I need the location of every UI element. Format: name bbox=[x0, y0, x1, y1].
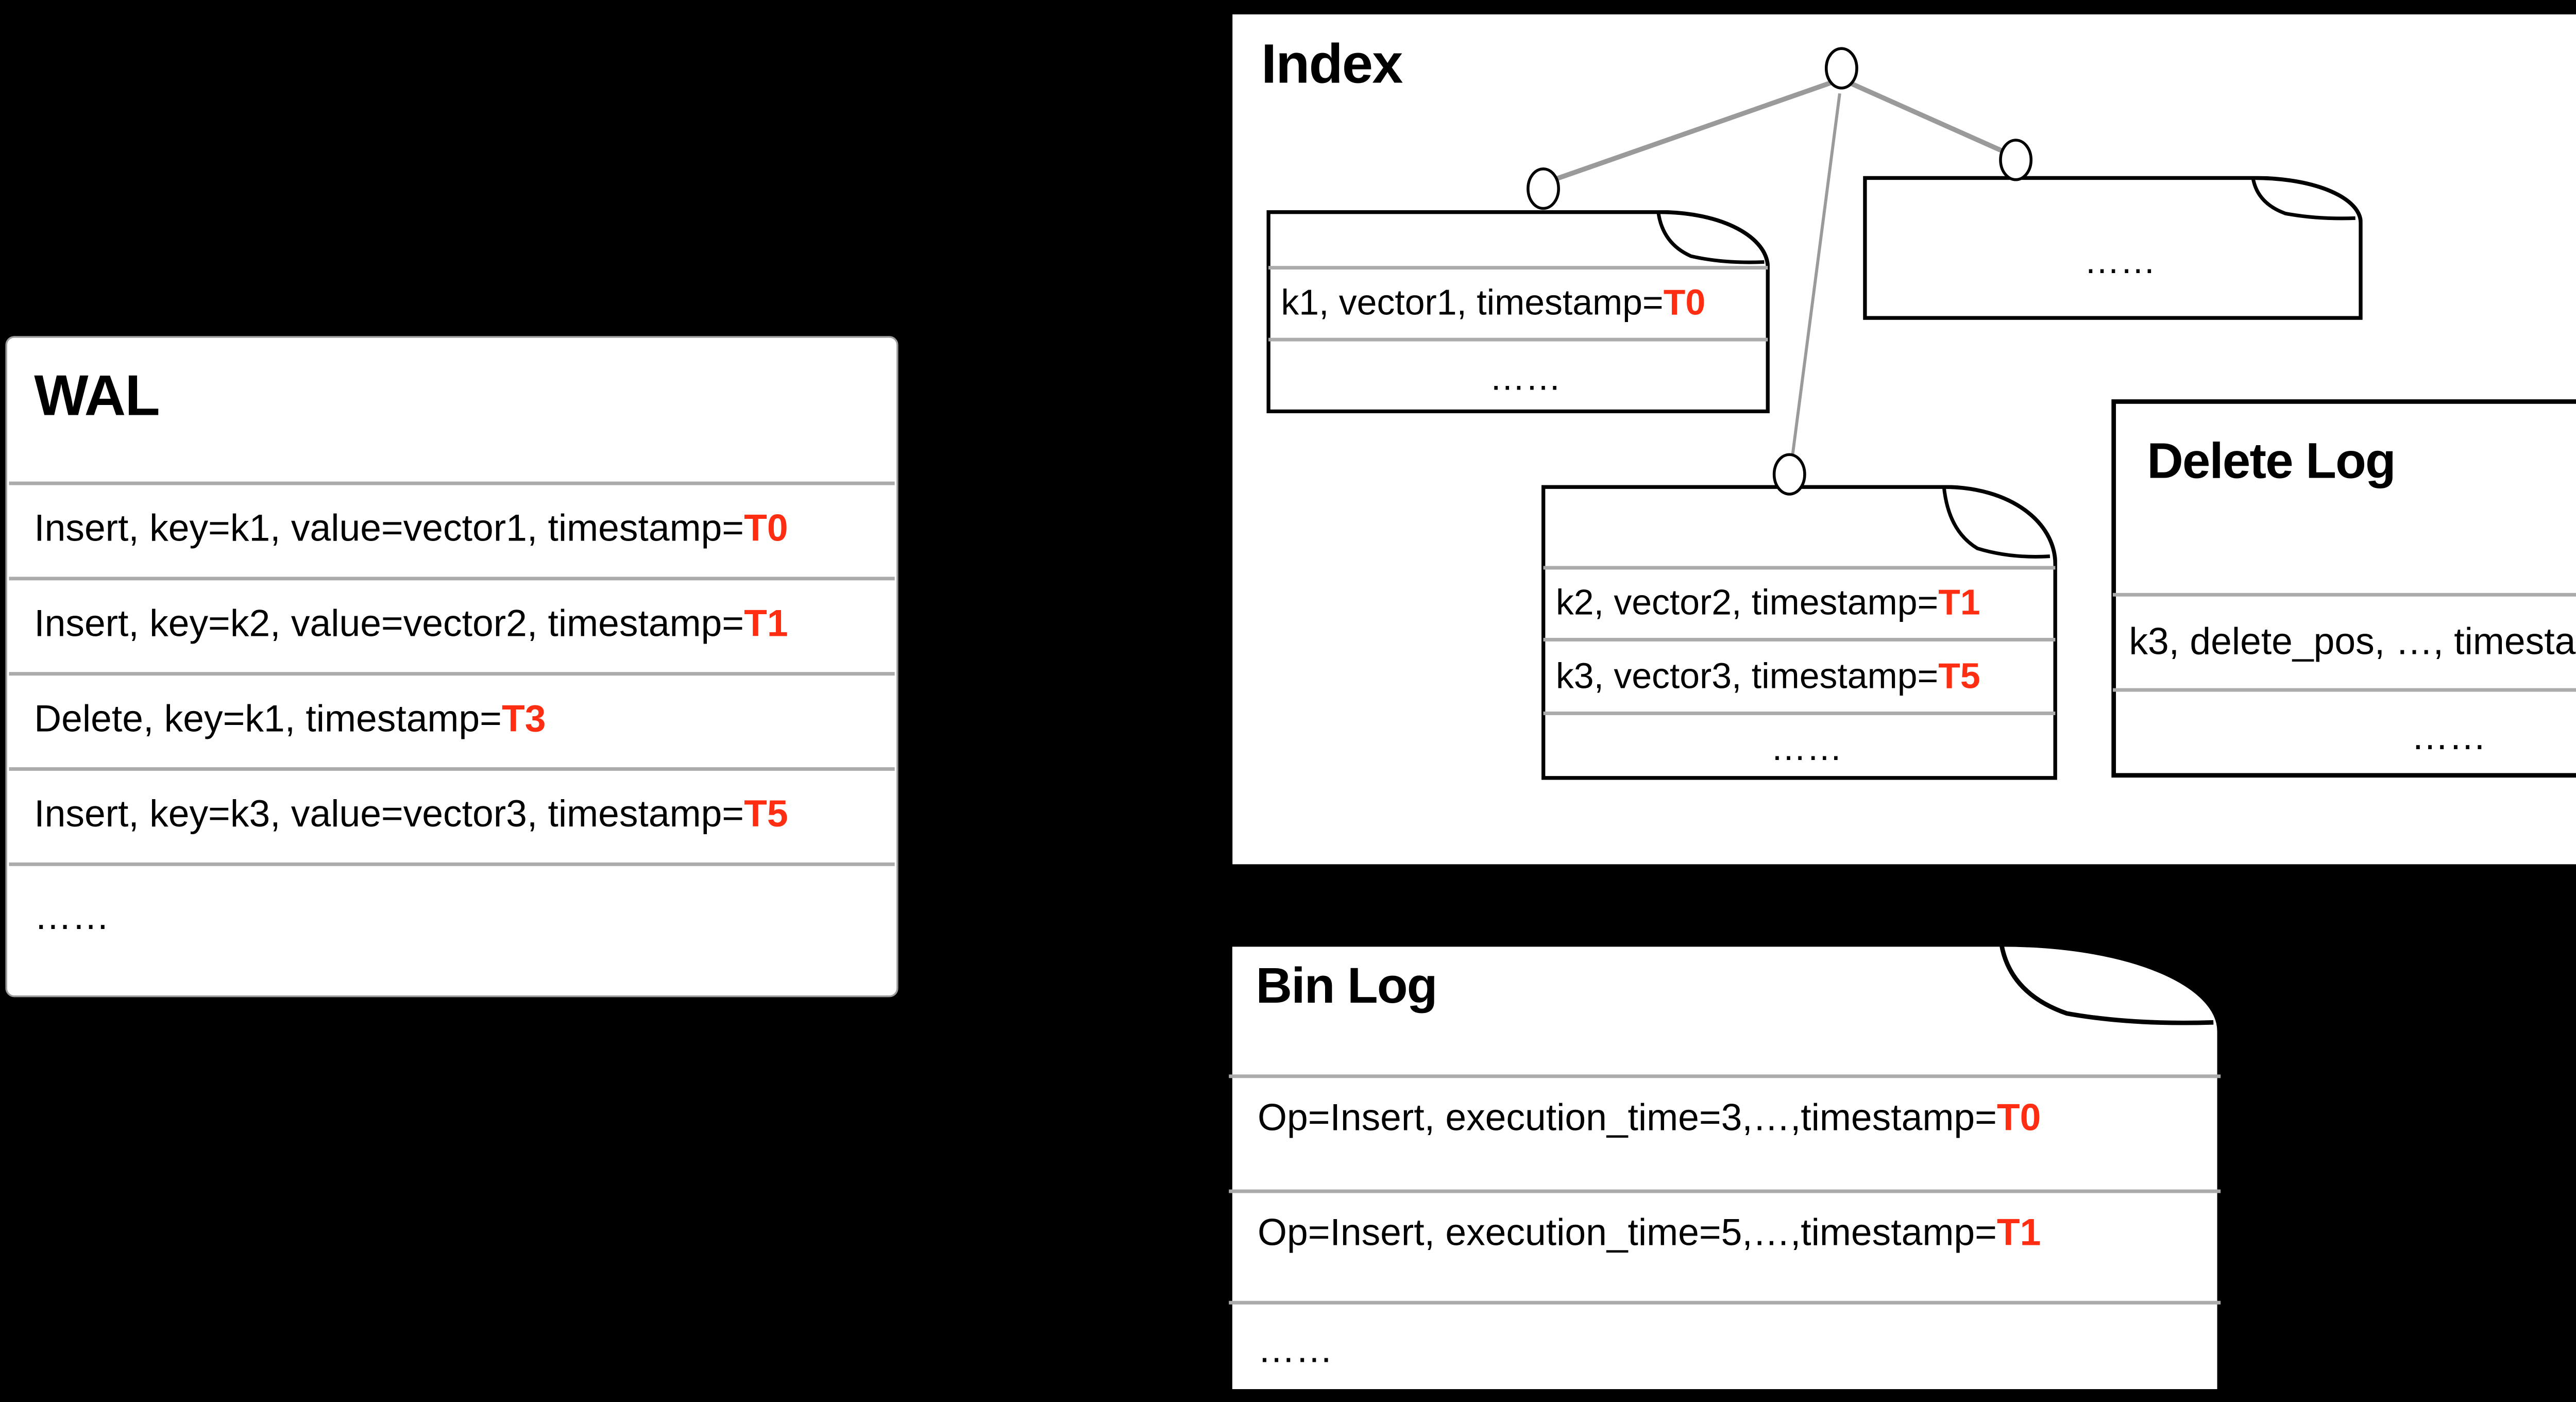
bin-log-separator bbox=[1229, 1189, 2221, 1193]
segment-separator bbox=[1268, 337, 1768, 342]
segment-content: k1, vector1, timestamp=T0 …… bbox=[1266, 210, 1769, 413]
wal-row-timestamp: T5 bbox=[744, 794, 788, 836]
delete-log-row: k3, delete_pos, …, timestamp=T3 bbox=[2129, 623, 2576, 661]
bin-log-separator bbox=[1229, 1300, 2221, 1305]
bin-log-row-timestamp: T1 bbox=[1996, 1212, 2041, 1255]
delete-log-doc: Delete Log k3, delete_pos, …, timestamp=… bbox=[2111, 399, 2576, 778]
index-segment-more-doc: …… bbox=[1863, 176, 2363, 320]
tree-edge-root-left bbox=[1548, 76, 1842, 184]
wal-row-timestamp: T3 bbox=[501, 699, 546, 740]
delete-log-row-text: k3, delete_pos, …, timestamp= bbox=[2129, 621, 2576, 663]
segment-row-text: k2, vector2, timestamp= bbox=[1555, 584, 1939, 624]
bin-log-doc: Bin Log Op=Insert, execution_time=3,…,ti… bbox=[1227, 941, 2223, 1394]
wal-row: Delete, key=k1, timestamp=T3 bbox=[34, 701, 546, 738]
ellipsis-text: …… bbox=[2084, 242, 2156, 282]
bin-log-row-text: Op=Insert, execution_time=3,…,timestamp= bbox=[1258, 1097, 1997, 1139]
index-segment-k2k3-doc: k2, vector2, timestamp=T1 k3, vector3, t… bbox=[1541, 485, 2057, 780]
tree-edge-root-mid bbox=[1789, 93, 1841, 466]
bin-log-title: Bin Log bbox=[1256, 957, 1438, 1014]
folded-document-icon bbox=[1863, 176, 2363, 320]
wal-row-text: Insert, key=k1, value=vector1, timestamp… bbox=[34, 508, 744, 550]
wal-row-ellipsis: …… bbox=[34, 899, 109, 936]
segment-row-text: k1, vector1, timestamp= bbox=[1281, 283, 1664, 324]
segment-separator bbox=[1543, 566, 2056, 570]
index-panel: Index k1, vector1, timestamp=T0 …… …… bbox=[1232, 14, 2576, 865]
tree-edge-root-right bbox=[1844, 78, 2012, 157]
wal-row: Insert, key=k3, value=vector3, timestamp… bbox=[34, 796, 788, 834]
ellipsis-text: …… bbox=[2411, 717, 2487, 758]
segment-row-ellipsis: …… bbox=[1556, 731, 2057, 767]
bin-log-row-ellipsis: …… bbox=[1258, 1331, 1333, 1369]
folded-document-icon bbox=[1541, 485, 2057, 780]
segment-separator bbox=[1543, 711, 2056, 715]
segment-separator bbox=[1268, 266, 1768, 270]
bin-log-content: Bin Log Op=Insert, execution_time=3,…,ti… bbox=[1227, 941, 2223, 1394]
ellipsis-text: …… bbox=[1258, 1329, 1333, 1371]
delete-log-title: Delete Log bbox=[2147, 433, 2396, 489]
segment-row: k2, vector2, timestamp=T1 bbox=[1556, 586, 1980, 622]
wal-title: WAL bbox=[34, 363, 160, 428]
segment-content: …… bbox=[1863, 176, 2362, 320]
tree-node-icon bbox=[1527, 167, 1560, 210]
bin-log-separator bbox=[1229, 1074, 2221, 1078]
segment-separator bbox=[1543, 637, 2056, 641]
segment-row-timestamp: T5 bbox=[1938, 657, 1980, 698]
delete-log-separator bbox=[2112, 593, 2576, 597]
wal-row-text: Insert, key=k2, value=vector2, timestamp… bbox=[34, 603, 744, 645]
ellipsis-text: …… bbox=[1489, 359, 1562, 399]
wal-separator bbox=[9, 672, 895, 676]
index-title: Index bbox=[1261, 32, 1403, 95]
segment-row-timestamp: T0 bbox=[1663, 283, 1706, 324]
tree-node-icon bbox=[1999, 139, 2033, 181]
wal-row: Insert, key=k2, value=vector2, timestamp… bbox=[34, 605, 788, 643]
wal-row-text: Insert, key=k3, value=vector3, timestamp… bbox=[34, 794, 744, 836]
bin-log-row: Op=Insert, execution_time=5,…,timestamp=… bbox=[1258, 1214, 2041, 1252]
segment-row-ellipsis: …… bbox=[1281, 361, 1770, 397]
segment-row: k3, vector3, timestamp=T5 bbox=[1556, 660, 1980, 696]
wal-row: Insert, key=k1, value=vector1, timestamp… bbox=[34, 510, 788, 548]
segment-row-timestamp: T1 bbox=[1938, 584, 1980, 624]
tree-root-node-icon bbox=[1824, 47, 1858, 90]
wal-row-timestamp: T0 bbox=[744, 508, 788, 550]
segment-row: k1, vector1, timestamp=T0 bbox=[1281, 285, 1705, 322]
bin-log-row-timestamp: T0 bbox=[1996, 1097, 2041, 1139]
wal-panel: WAL Insert, key=k1, value=vector1, times… bbox=[5, 336, 899, 998]
ellipsis-text: …… bbox=[34, 897, 110, 938]
segment-row-ellipsis: …… bbox=[1877, 244, 2363, 280]
delete-log-row-ellipsis: …… bbox=[2129, 719, 2576, 756]
wal-row-timestamp: T1 bbox=[744, 603, 788, 645]
delete-log-separator bbox=[2112, 688, 2576, 692]
wal-separator bbox=[9, 577, 895, 581]
ellipsis-text: …… bbox=[1770, 729, 1843, 769]
wal-separator bbox=[9, 862, 895, 866]
folded-document-icon bbox=[2111, 399, 2576, 778]
bin-log-row: Op=Insert, execution_time=3,…,timestamp=… bbox=[1258, 1100, 2041, 1137]
wal-separator bbox=[9, 481, 895, 485]
wal-row-text: Delete, key=k1, timestamp= bbox=[34, 699, 502, 740]
wal-separator bbox=[9, 767, 895, 771]
delete-log-content: Delete Log k3, delete_pos, …, timestamp=… bbox=[2111, 399, 2576, 778]
segment-row-text: k3, vector3, timestamp= bbox=[1555, 657, 1939, 698]
bin-log-row-text: Op=Insert, execution_time=5,…,timestamp= bbox=[1258, 1212, 1997, 1255]
segment-content: k2, vector2, timestamp=T1 k3, vector3, t… bbox=[1541, 485, 2057, 780]
folded-document-icon bbox=[1227, 941, 2223, 1394]
index-segment-k1-doc: k1, vector1, timestamp=T0 …… bbox=[1266, 210, 1770, 414]
